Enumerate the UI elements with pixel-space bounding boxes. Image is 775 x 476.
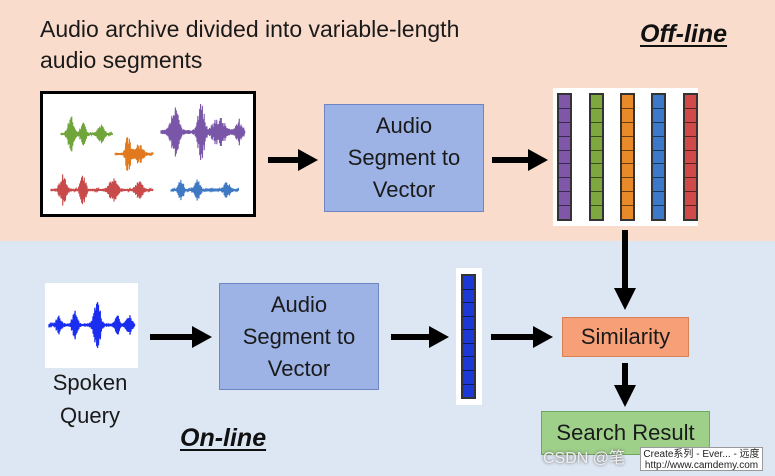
archive-caption: Audio archive divided into variable-leng… bbox=[40, 16, 460, 73]
vector-cell bbox=[463, 344, 474, 358]
vector-cell bbox=[685, 192, 696, 207]
vector-cell bbox=[653, 137, 664, 151]
vector-cell bbox=[653, 123, 664, 137]
spoken-query-label: Spoken Query bbox=[52, 370, 128, 428]
vector-cell bbox=[463, 290, 474, 304]
vector-cell bbox=[559, 123, 570, 137]
vector-cell bbox=[559, 95, 570, 109]
vector-cell bbox=[559, 164, 570, 179]
vector-cell bbox=[463, 371, 474, 385]
vector-cell bbox=[685, 123, 696, 137]
vector-cell bbox=[622, 206, 633, 219]
arrow-process-to-vectors bbox=[492, 149, 548, 171]
vector-cell bbox=[653, 192, 664, 207]
vector-cell bbox=[591, 137, 602, 151]
audio-segment-waveform-3 bbox=[160, 103, 246, 161]
vector-cell bbox=[653, 164, 664, 179]
vector-cell bbox=[591, 109, 602, 123]
vector-cell bbox=[591, 192, 602, 207]
vector-cell bbox=[463, 357, 474, 371]
similarity-box: Similarity bbox=[562, 317, 689, 357]
audio-archive-image bbox=[40, 91, 256, 217]
segment-vector-5 bbox=[683, 93, 698, 221]
csdn-watermark: CSDN @笔 bbox=[543, 450, 626, 467]
arrow-archive-to-process bbox=[268, 149, 318, 171]
vector-cell bbox=[559, 109, 570, 123]
camdemy-url-badge: Create系列 - Ever... - 远度 http://www.camde… bbox=[640, 447, 763, 471]
vector-cell bbox=[559, 192, 570, 207]
vector-cell bbox=[559, 151, 570, 165]
vector-cell bbox=[622, 109, 633, 123]
segment-vector-1 bbox=[557, 93, 572, 221]
arrow-query-vector-to-similarity bbox=[491, 326, 553, 348]
vector-cell bbox=[685, 109, 696, 123]
query-vector-column bbox=[461, 274, 476, 399]
spoken-waveform-path bbox=[48, 302, 136, 348]
offline-label: Off-line bbox=[640, 20, 728, 48]
query-vector bbox=[456, 268, 482, 405]
vector-cell bbox=[685, 151, 696, 165]
vector-cell bbox=[685, 164, 696, 179]
vector-cell bbox=[685, 206, 696, 219]
audio-segment-waveform-5 bbox=[170, 179, 240, 201]
audio-segment-to-vector-box-online: Audio Segment to Vector bbox=[219, 283, 379, 390]
vector-cell bbox=[463, 317, 474, 331]
vector-cell bbox=[622, 151, 633, 165]
vector-cell bbox=[653, 95, 664, 109]
vector-cell bbox=[591, 206, 602, 219]
vector-cell bbox=[622, 95, 633, 109]
vector-cell bbox=[559, 178, 570, 193]
vector-cell bbox=[653, 151, 664, 165]
vector-cell bbox=[463, 330, 474, 344]
arrow-process-to-query-vector bbox=[391, 326, 449, 348]
vector-cell bbox=[463, 385, 474, 398]
vector-cell bbox=[591, 123, 602, 137]
spoken-query-waveform bbox=[45, 283, 138, 368]
vector-cell bbox=[559, 137, 570, 151]
url-badge-line1: Create系列 - Ever... - 远度 bbox=[643, 449, 760, 460]
vector-cell bbox=[685, 95, 696, 109]
vector-cell bbox=[622, 164, 633, 179]
vector-cell bbox=[559, 206, 570, 219]
audio-segment-waveform-2 bbox=[114, 137, 154, 171]
vector-cell bbox=[463, 303, 474, 317]
vector-cell bbox=[653, 109, 664, 123]
vector-cell bbox=[653, 178, 664, 193]
vector-cell bbox=[591, 151, 602, 165]
vector-cell bbox=[622, 192, 633, 207]
vector-cell bbox=[463, 276, 474, 290]
vector-cell bbox=[591, 95, 602, 109]
vector-cell bbox=[591, 178, 602, 193]
vector-cell bbox=[685, 178, 696, 193]
arrow-query-to-process bbox=[150, 326, 212, 348]
online-label: On-line bbox=[180, 424, 267, 452]
segment-vectors bbox=[553, 88, 698, 226]
arrow-vectors-to-similarity bbox=[614, 230, 636, 310]
url-badge-line2: http://www.camdemy.com bbox=[644, 460, 759, 471]
vector-cell bbox=[591, 164, 602, 179]
vector-cell bbox=[685, 137, 696, 151]
audio-segment-waveform-1 bbox=[60, 116, 113, 152]
vector-cell bbox=[622, 123, 633, 137]
segment-vector-2 bbox=[589, 93, 604, 221]
segment-vector-4 bbox=[651, 93, 666, 221]
vector-cell bbox=[622, 137, 633, 151]
arrow-similarity-to-result bbox=[614, 363, 636, 407]
vector-cell bbox=[653, 206, 664, 219]
audio-segment-waveform-4 bbox=[50, 174, 154, 206]
segment-vector-3 bbox=[620, 93, 635, 221]
vector-cell bbox=[622, 178, 633, 193]
audio-segment-to-vector-box-offline: Audio Segment to Vector bbox=[324, 104, 484, 212]
